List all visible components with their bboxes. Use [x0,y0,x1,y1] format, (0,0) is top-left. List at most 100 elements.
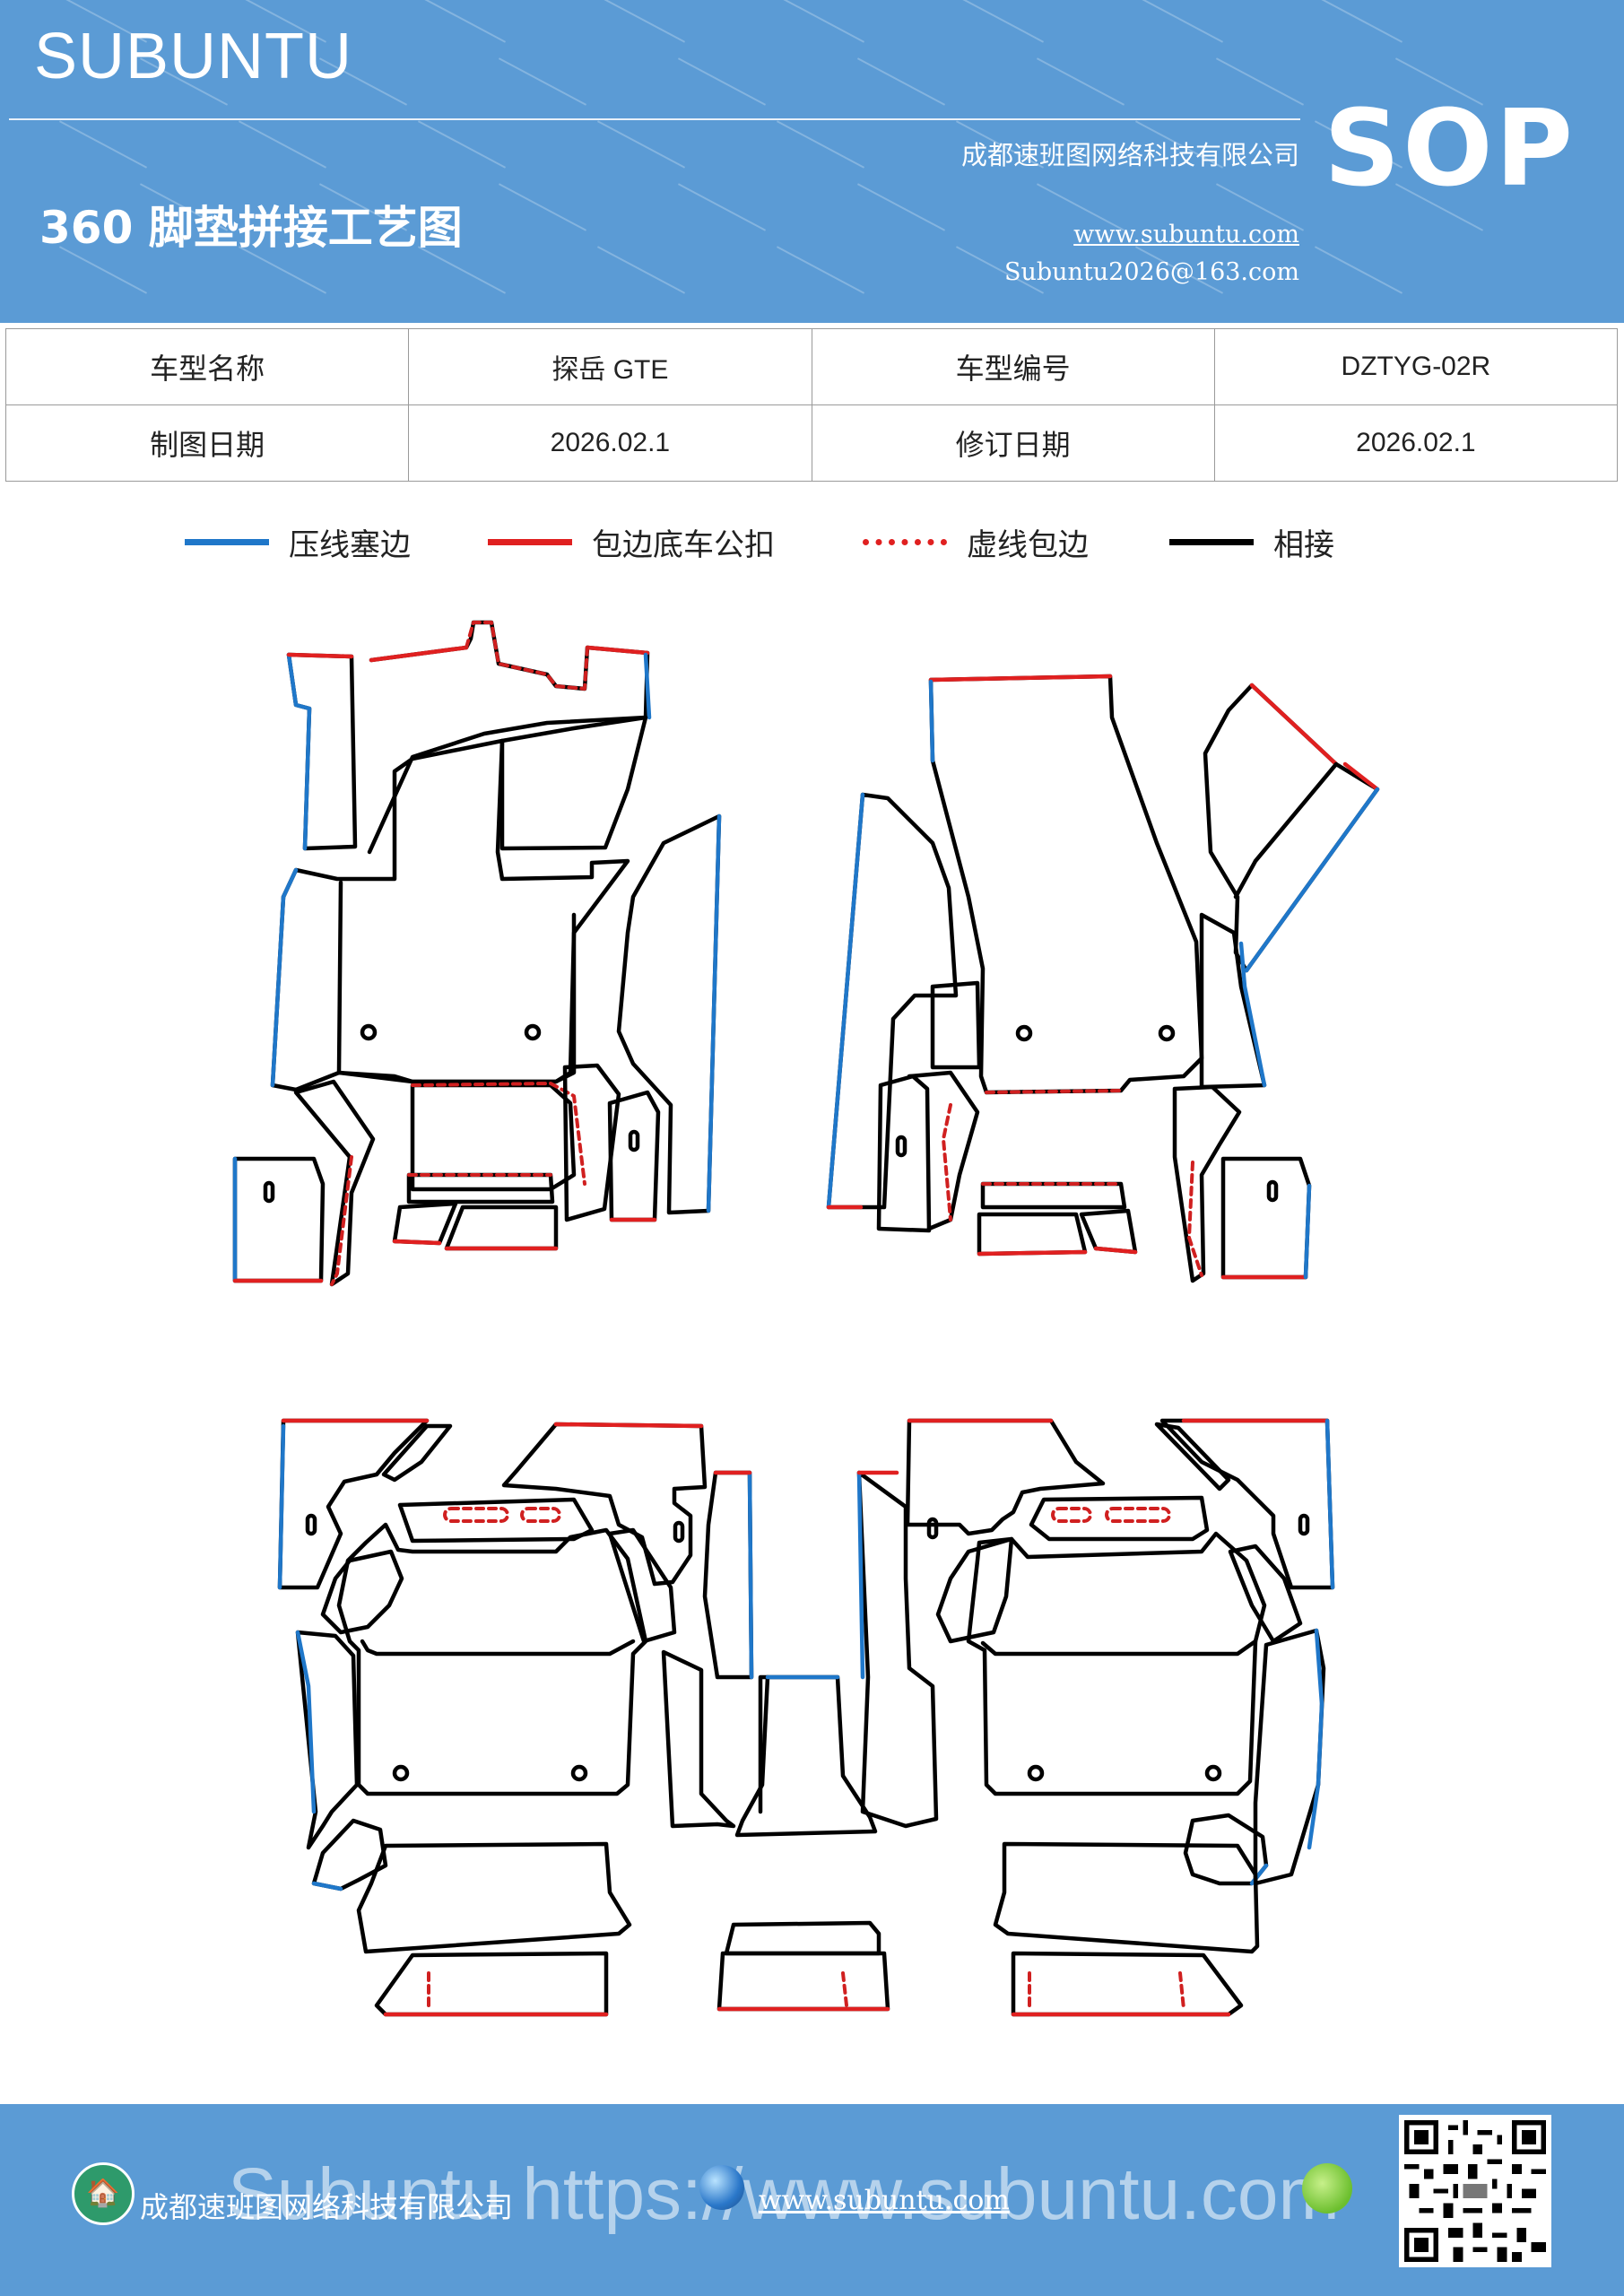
mat-piece [607,1527,677,1644]
mat-piece [928,674,1204,1095]
mat-piece [336,880,577,1084]
center-tunnel-group [716,1470,939,2012]
globe-icon [699,2165,744,2210]
value-cell: 探岳 GTE [408,328,812,405]
legend-item-red-dashed: 虚线包边 [863,520,1089,564]
fixing-hole [1204,1764,1222,1782]
blue-edge [643,652,652,720]
fixing-hole [1027,1764,1045,1782]
blue-edge [286,652,312,851]
fixing-slot [628,1129,640,1152]
blue-edge [295,1630,317,1814]
footer-watermark-text: Subuntu https://www.subuntu.com [228,2153,1340,2235]
dashed-edge [1051,1507,1092,1523]
fixing-slot [1266,1179,1279,1203]
leaf-badge-icon [1302,2163,1352,2213]
blue-edge [1303,1183,1312,1280]
mat-piece [980,1639,1258,1657]
legend-swatch [185,539,269,545]
mat-piece [367,620,650,855]
rear-left-mat-group [277,1418,770,2017]
footer-banner: 🏠 成都速班图网络科技有限公司 Subuntu https://www.subu… [0,2104,1624,2296]
mat-piece [724,1920,881,1956]
red-edge [553,1422,704,1429]
footer-company-name: 成都速班图网络科技有限公司 [140,2190,514,2224]
brand-logo-text: SUBUNTU [34,21,353,92]
fixing-hole [1015,1024,1033,1042]
legend-label: 相接 [1273,527,1334,563]
red-edge [1093,1246,1138,1255]
dashed-edge [520,1507,561,1523]
mat-piece [336,1522,648,1796]
qr-code [1399,2115,1551,2267]
table-row: 制图日期 2026.02.1 修订日期 2026.02.1 [4,404,1619,482]
front-right-mat-group [826,674,1380,1283]
blue-edge [270,867,299,1088]
mat-piece [381,1423,453,1483]
dashed-edge [330,1155,353,1286]
legend: 压线塞边 包边底车公扣 虚线包边 相接 [0,520,1624,574]
value-cell: 2026.02.1 [1213,404,1619,482]
red-edge [928,674,1113,683]
dashed-edge [1187,1161,1203,1277]
blue-edge [1307,1628,1324,1850]
blue-edge [1238,941,1267,1088]
fixing-slot [926,1517,939,1540]
blue-edge [706,813,722,1213]
dashed-edge [841,1971,848,2007]
red-edge [977,1249,1088,1257]
blue-edge [928,679,935,763]
dashed-edge [1028,1971,1185,2013]
blue-edge [311,1881,343,1892]
fixing-slot [895,1135,908,1158]
blue-edge [856,1470,865,1680]
header-divider [9,118,1300,120]
email-address: Subuntu2026@163.com [1004,258,1299,286]
mat-piece [311,1818,388,1892]
mat-piece [1233,761,1339,900]
sop-badge: SOP [1324,86,1576,210]
label-cell: 车型名称 [4,328,410,405]
legend-label: 虚线包边 [967,527,1089,563]
mat-piece [1011,1951,1244,2017]
mat-piece [966,1531,1267,1796]
footer-website-link[interactable]: www.subuntu.com [759,2185,1010,2216]
label-cell: 制图日期 [4,404,410,482]
mat-piece [1154,1422,1231,1492]
legend-item-black: 相接 [1169,520,1334,564]
website-link[interactable]: www.subuntu.com [1073,221,1299,248]
mat-piece [293,1079,376,1287]
mat-piece [907,1070,980,1231]
mat-piece [616,813,722,1215]
dashed-edge [985,1089,1123,1094]
rear-right-mat-group [905,1418,1335,2017]
mat-piece [356,1841,632,1954]
mat-piece [232,1156,326,1283]
mat-piece [758,1674,770,1814]
mat-piece [392,1201,458,1246]
mat-piece [1029,1495,1210,1542]
mat-piece [320,1549,404,1635]
mat-piece [1079,1208,1138,1255]
dashed-edge [465,621,589,691]
mat-piece [702,1470,754,1680]
label-cell: 修订日期 [811,404,1215,482]
dashed-edge [411,1082,586,1186]
fixing-hole [1158,1024,1176,1042]
mat-piece [856,1470,939,1829]
blue-edge [277,1423,286,1590]
legend-label: 压线塞边 [289,527,411,563]
mat-piece [499,715,648,851]
value-cell: DZTYG-02R [1213,328,1619,405]
blue-edge [1324,1418,1335,1590]
mat-piece [734,1674,878,1838]
mat-piece [277,1418,430,1590]
vehicle-info-table: 车型名称 探岳 GTE 车型编号 DZTYG-02R 制图日期 2026.02.… [4,328,1619,482]
mat-piece [286,652,358,851]
document-title: 360 脚垫拼接工艺图 [39,202,463,254]
mat-piece [501,1422,708,1587]
fixing-slot [305,1513,317,1536]
blue-edge [747,1470,754,1680]
red-edge [369,645,650,663]
